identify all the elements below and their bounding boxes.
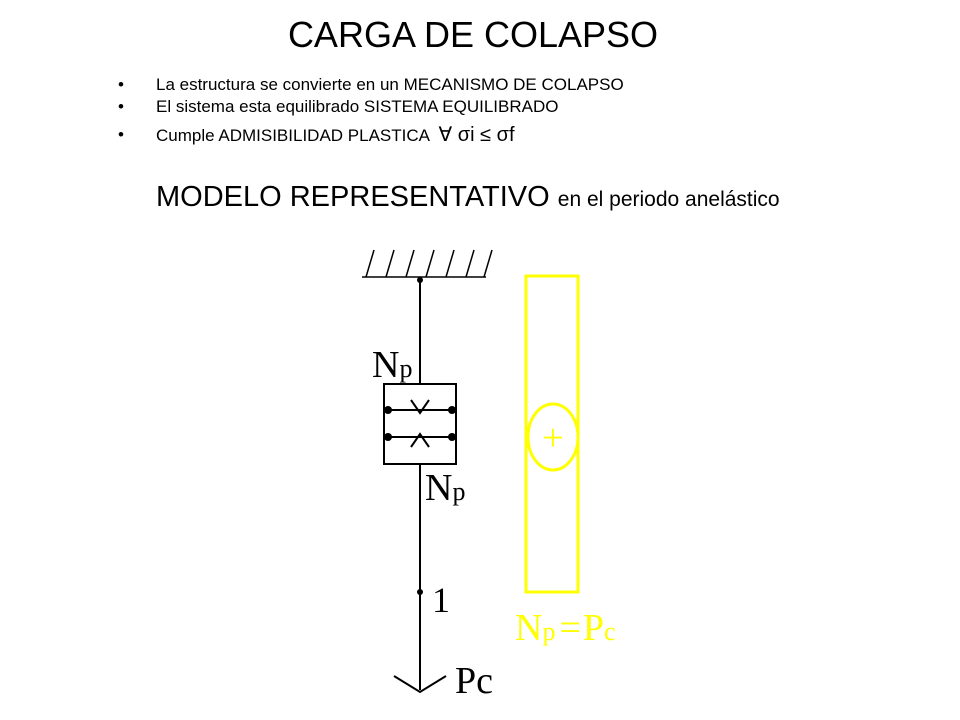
bullet-text: La estructura se convierte en un MECANIS… (156, 75, 624, 94)
bullet-item: • Cumple ADMISIBILIDAD PLASTICA ∀ σi ≤ σ… (118, 124, 624, 146)
load-node (417, 589, 423, 595)
np-label-bottom: Np (425, 467, 465, 509)
bullet-marker: • (118, 97, 124, 116)
arrow-down-icon (410, 399, 430, 415)
plastic-hinge (383, 383, 457, 465)
bullet-marker: • (118, 75, 124, 94)
bullet-item: • El sistema esta equilibrado SISTEMA EQ… (118, 96, 624, 118)
hinge-pins (384, 406, 456, 441)
equilibrium-equation: Np=Pc (515, 607, 616, 649)
plastic-admissibility-formula: ∀ σi ≤ σf (438, 124, 515, 146)
axial-force-diagram: + (524, 274, 580, 594)
slide-title: CARGA DE COLAPSO (287, 14, 659, 55)
bullet-text: El sistema esta equilibrado SISTEMA EQUI… (156, 97, 559, 116)
load-label: Pc (455, 660, 493, 702)
np-label-top: Np (372, 344, 412, 386)
subtitle: MODELO REPRESENTATIVO en el periodo anel… (156, 181, 780, 214)
subtitle-note: en el periodo anelástico (557, 188, 780, 211)
bullet-marker: • (118, 125, 124, 144)
plus-sign: + (542, 417, 563, 459)
bullet-list: • La estructura se convierte en un MECAN… (118, 74, 624, 146)
bullet-item: • La estructura se convierte en un MECAN… (118, 74, 624, 96)
subtitle-main: MODELO REPRESENTATIVO (156, 181, 550, 213)
arrow-up-icon (410, 432, 430, 448)
node-label: 1 (432, 580, 450, 620)
bullet-text: Cumple ADMISIBILIDAD PLASTICA (156, 126, 430, 145)
fixed-support (362, 249, 493, 278)
load-arrow-icon (393, 675, 447, 694)
support-node (417, 277, 423, 283)
